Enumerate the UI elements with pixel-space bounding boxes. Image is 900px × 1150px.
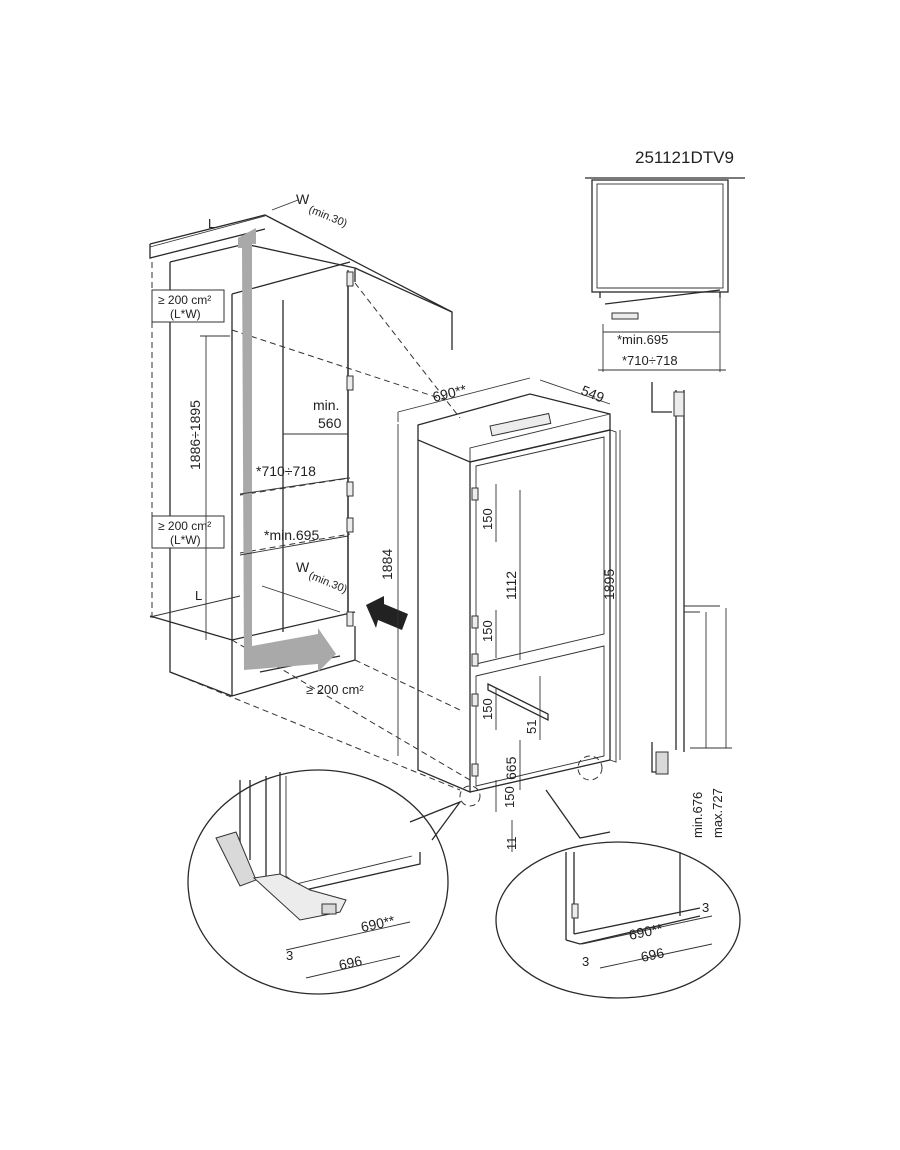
svg-text:11: 11: [504, 837, 519, 851]
appliance: [417, 393, 617, 793]
min-560-label-a: min.: [313, 397, 339, 413]
svg-text:(L*W): (L*W): [170, 533, 201, 547]
svg-text:(L*W): (L*W): [170, 307, 201, 321]
label-L-bottom: L: [195, 588, 202, 603]
svg-text:3: 3: [582, 954, 589, 969]
niche-height-dimension: 1886÷1895: [187, 335, 230, 640]
airflow-arrow: [238, 228, 336, 672]
svg-text:150: 150: [502, 786, 517, 808]
niche-cabinet: [149, 214, 471, 791]
svg-text:1112: 1112: [503, 571, 519, 600]
model-code: 251121DTV9: [635, 148, 734, 167]
svg-text:1895: 1895: [601, 569, 617, 600]
svg-text:690**: 690**: [431, 381, 469, 405]
top-inset-plan-view: *min.695 *710÷718: [585, 177, 745, 372]
detail-right: 690** 696 3 3: [495, 789, 741, 999]
vent-label-top: ≥ 200 cm² (L*W): [151, 289, 225, 323]
inset-depth-range: *710÷718: [622, 353, 678, 368]
svg-text:690**: 690**: [359, 912, 396, 935]
depth-min-label: *min.695: [264, 527, 319, 543]
svg-text:51: 51: [524, 720, 539, 734]
svg-text:549: 549: [579, 382, 607, 406]
label-W-top: W: [296, 191, 310, 207]
svg-text:max.727: max.727: [710, 788, 725, 838]
svg-text:690**: 690**: [627, 920, 664, 943]
label-min30-top: (min.30): [307, 204, 349, 230]
svg-text:3: 3: [286, 948, 293, 963]
svg-text:1884: 1884: [379, 549, 395, 580]
svg-text:≥ 200 cm²: ≥ 200 cm²: [158, 293, 211, 307]
svg-text:150: 150: [480, 698, 495, 720]
svg-text:665: 665: [503, 756, 519, 780]
label-min30-bottom: (min.30): [307, 570, 349, 596]
detail-left: 690** 696 3: [187, 769, 462, 995]
label-W-bottom: W: [296, 559, 310, 575]
svg-text:150: 150: [480, 508, 495, 530]
side-profile: min.676 max.727: [651, 382, 732, 838]
appliance-dimensions: 690** 549 1884 150 1112 150 1895 150 51 …: [379, 377, 621, 852]
svg-text:150: 150: [480, 620, 495, 642]
svg-text:3: 3: [702, 900, 709, 915]
svg-text:≥ 200 cm²: ≥ 200 cm²: [158, 519, 211, 533]
insertion-arrow: [366, 596, 408, 630]
svg-text:696: 696: [337, 952, 363, 973]
min-560-label-b: 560: [318, 415, 342, 431]
depth-range-label: *710÷718: [256, 463, 316, 479]
inset-min-695: *min.695: [617, 332, 668, 347]
vent-label-bottom: ≥ 200 cm²: [306, 682, 364, 697]
label-L-top: L: [208, 216, 215, 231]
vent-label-mid: ≥ 200 cm² (L*W): [151, 515, 225, 549]
svg-text:696: 696: [639, 944, 665, 965]
svg-text:1886÷1895: 1886÷1895: [187, 400, 203, 470]
svg-text:min.676: min.676: [690, 792, 705, 838]
